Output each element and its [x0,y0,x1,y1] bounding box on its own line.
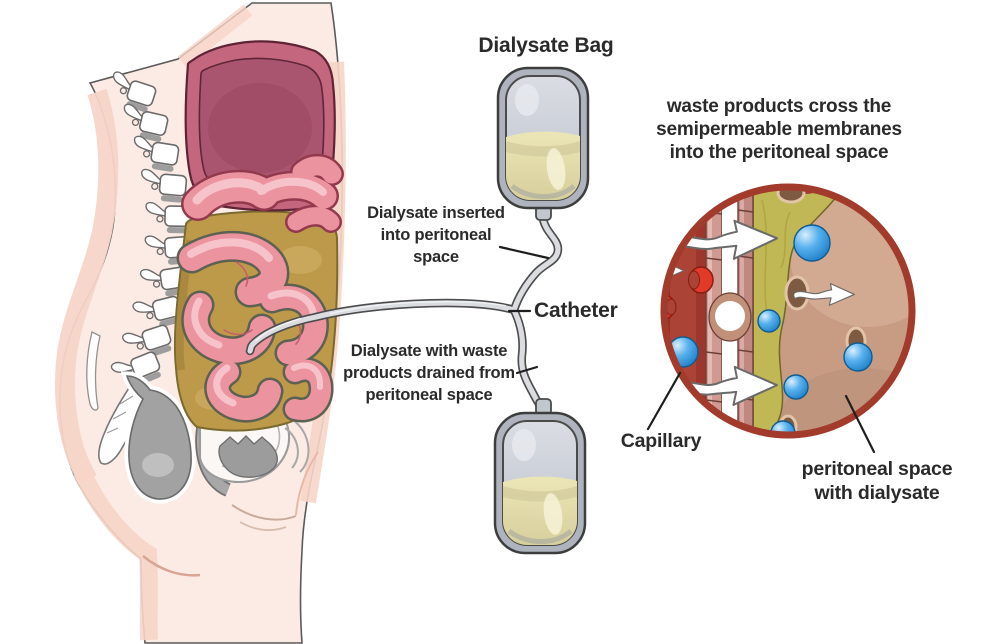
catheter-label: Catheter [534,299,618,322]
leader-lines [498,245,876,454]
dialysate-bag-bottom [495,413,585,553]
cervix [218,435,278,478]
pelvic-crease [231,504,297,521]
leader-peritoneal [844,394,876,454]
waste-molecule [770,420,796,432]
leader-drained [515,365,539,375]
transverse-colon [181,153,344,233]
pelvic-organs [120,371,310,531]
spine [86,70,193,465]
sigmoid-colon [284,419,310,473]
peritoneal-space-label: peritoneal space with dialysate [801,458,953,505]
dialysate-bag-top [498,68,588,208]
pelvis-bone [86,331,101,411]
dialysate-drained-label: Dialysate with waste products drained fr… [343,342,515,404]
leader-capillary [646,371,682,431]
dialysate-inserted-label: Dialysate inserted into peritoneal space [367,204,505,266]
waste-molecules [667,224,873,432]
capillary-label: Capillary [620,430,702,452]
membrane-inset [660,183,916,439]
waste-molecule [757,309,781,333]
inset-ring [660,183,916,439]
red-blood-cells [667,266,714,320]
inset-caption: waste products cross the semipermeable m… [656,96,902,163]
waste-molecule [793,224,831,262]
waste-molecule [843,342,873,372]
waste-molecule [783,374,809,400]
leader-inserted [498,245,550,260]
dialysate-bag-label: Dialysate Bag [478,34,614,57]
